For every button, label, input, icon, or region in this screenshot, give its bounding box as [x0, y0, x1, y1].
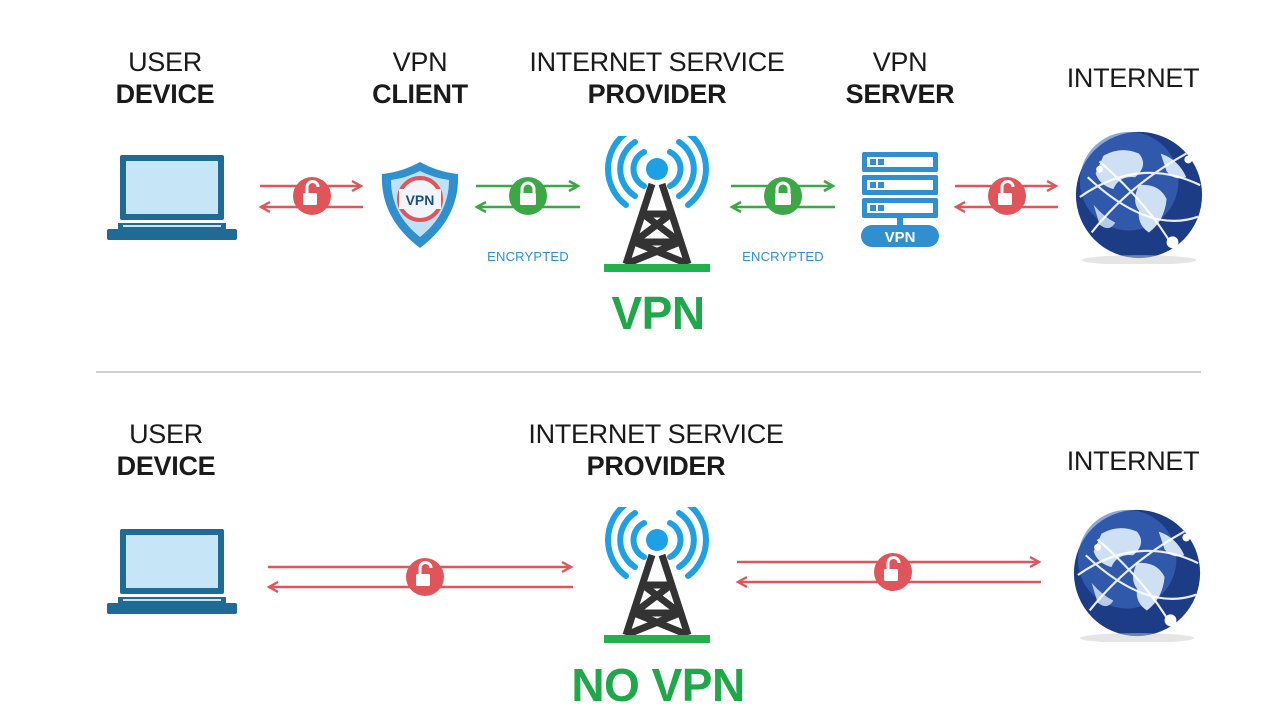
- vpn-user-device-label: USER DEVICE: [116, 46, 215, 110]
- no-vpn-heading: NO VPN: [571, 659, 745, 711]
- label-line-bold: DEVICE: [116, 451, 216, 481]
- novpn-user-device-label: USER DEVICE: [117, 418, 216, 482]
- vpn-server-label: VPN SERVER: [846, 46, 955, 110]
- novpn-laptop-icon: [107, 529, 237, 614]
- novpn-internet-label: INTERNET: [1067, 445, 1200, 477]
- vpn-client-shield-icon: [381, 162, 459, 248]
- label-line-bold: PROVIDER: [586, 451, 726, 481]
- vpn-isp-tower-icon: [604, 133, 710, 272]
- encrypted-label-right: ENCRYPTED: [742, 249, 824, 264]
- label-line-bold: CLIENT: [372, 79, 468, 109]
- label-line: INTERNET SERVICE: [529, 47, 785, 77]
- vpn-heading: VPN: [611, 287, 705, 339]
- novpn-isp-tower-icon: [604, 504, 710, 643]
- vpn-internet-globe-icon: [1074, 130, 1204, 264]
- label-line: INTERNET: [1066, 446, 1200, 476]
- label-line-bold: SERVER: [845, 79, 955, 109]
- vpn-server-icon: [861, 152, 939, 247]
- label-line-bold: PROVIDER: [587, 79, 727, 109]
- label-line: USER: [129, 419, 203, 449]
- section-divider: [96, 371, 1201, 373]
- vpn-client-label: VPN CLIENT: [372, 46, 468, 110]
- label-line: INTERNET: [1066, 63, 1200, 93]
- vpn-client-badge-text: VPN: [406, 192, 435, 208]
- novpn-internet-globe-icon: [1072, 508, 1202, 642]
- label-line: VPN: [392, 47, 448, 77]
- vpn-laptop-icon: [107, 155, 237, 240]
- label-line: INTERNET SERVICE: [528, 419, 784, 449]
- vpn-server-badge-text: VPN: [885, 229, 916, 246]
- label-line: USER: [128, 47, 202, 77]
- label-line-bold: DEVICE: [115, 79, 215, 109]
- encrypted-label-left: ENCRYPTED: [487, 249, 569, 264]
- vpn-internet-label: INTERNET: [1067, 62, 1200, 94]
- label-line: VPN: [872, 47, 928, 77]
- vpn-isp-label: INTERNET SERVICE PROVIDER: [529, 46, 785, 110]
- novpn-isp-label: INTERNET SERVICE PROVIDER: [528, 418, 784, 482]
